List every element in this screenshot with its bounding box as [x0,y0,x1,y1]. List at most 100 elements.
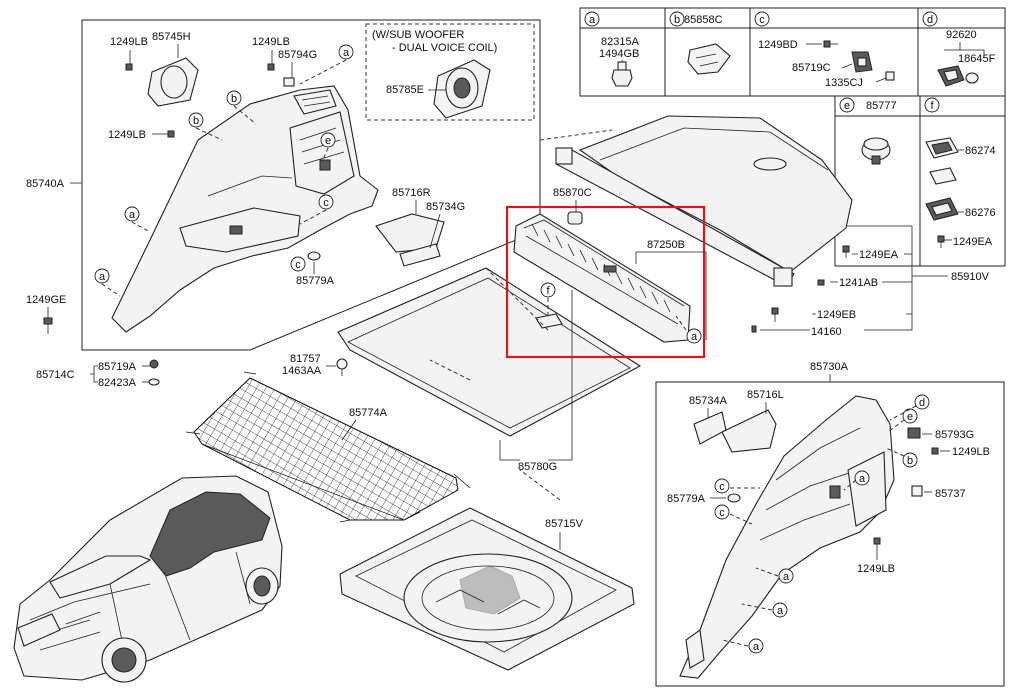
svg-text:e: e [907,411,913,423]
callout-d-1: d [914,394,930,410]
label-14160: 14160 [811,326,842,338]
svg-text:f: f [546,285,550,297]
label-85793G: 85793G [935,429,974,441]
screw-1249LB-e-icon [873,537,881,560]
clip-82315A-icon [611,60,633,87]
svg-text:b: b [674,14,680,26]
label-1249EA: 1249EA [859,249,899,261]
svg-text:a: a [859,473,866,485]
svg-text:a: a [129,209,136,221]
label-85734G: 85734G [426,201,465,213]
lamp-92620-icon [937,65,965,87]
trim-panel-85730A [679,395,895,679]
luggage-board-85780G [337,267,642,437]
legend-header-c: c [754,11,770,27]
clip-1335CJ-icon [885,71,895,81]
woofer-note-line2: - DUAL VOICE COIL) [392,42,497,54]
callout-c-4: c [714,504,730,520]
svg-text:d: d [927,14,933,26]
svg-text:a: a [753,641,760,653]
clip-85737-icon [911,485,923,497]
cover-85716L-icon [721,409,777,453]
clip-85779A-b-icon [727,493,741,503]
label-85780G: 85780G [518,461,557,473]
label-82423A: 82423A [98,377,137,389]
callout-a-1: a [338,44,354,60]
part-1335CJ: 1335CJ [825,77,863,89]
label-1249LB-b: 1249LB [252,36,290,48]
part-85777: 85777 [866,100,897,112]
svg-text:e: e [844,100,850,112]
bezel-86274-icon [925,137,959,185]
bolt-1249BD-icon [823,40,838,48]
label-85716L: 85716L [747,389,784,401]
svg-text:a: a [777,605,784,617]
screw-1249LB-c-icon [167,130,175,138]
vehicle-illustration [13,475,283,683]
label-85740A: 85740A [26,178,65,190]
callout-c-2: c [290,256,306,272]
callout-a-3: a [94,268,110,284]
callout-b-1: b [226,90,242,106]
screw-1249GE-icon [43,317,53,334]
holder-85719C-icon [851,51,873,73]
label-81757: 81757 [290,353,321,365]
svg-text:b: b [231,93,237,105]
callout-e-1: e [320,132,336,148]
svg-text:d: d [919,397,925,409]
legend-table: a b c d e f 82315A 1494GB 85858C 1249BD … [579,7,1006,267]
callout-a-8: a [748,638,764,654]
svg-text:c: c [719,481,725,493]
part-86276: 86276 [965,207,996,219]
callout-a-6: a [778,568,794,584]
svg-text:c: c [759,14,765,26]
clip-82423A-icon [148,378,160,386]
screw-1249LB-b-icon [267,63,275,71]
lamp-86276-icon [925,197,959,221]
svg-text:c: c [295,259,301,271]
label-1249LB-a: 1249LB [110,36,148,48]
label-1249EB: 1249EB [817,309,856,321]
pin-14160-icon [751,325,757,333]
legend-header-d: d [922,11,938,27]
speaker-85745H-icon [147,57,199,107]
screw-1249EB-icon [771,307,779,322]
label-85730A: 85730A [810,361,849,373]
label-85785E: 85785E [386,84,424,96]
bracket-85858C-icon [687,43,731,75]
bulb-18645F-icon [965,72,979,84]
right-trim-group: 85730A 85734A 85716L 85793G 1249LB 85737… [655,361,1005,687]
callout-c-1: c [318,194,334,210]
label-85734A: 85734A [689,395,728,407]
screw-1249LB-a-icon [125,63,133,71]
label-1249LB-d: 1249LB [952,446,990,458]
legend-header-f: f [924,97,940,113]
label-85714C: 85714C [36,369,75,381]
legend-header-e: e [839,97,855,113]
part-18645F: 18645F [958,53,996,65]
subwoofer-85785E-icon [433,59,491,119]
callout-e-2: e [902,408,918,424]
label-85870C: 85870C [553,187,592,199]
trim-panel-85740A [111,85,379,333]
legend-header-a: a [584,11,600,27]
label-1249LB-c: 1249LB [108,129,146,141]
bolt-81757-icon [336,358,348,376]
callout-f-1: f [540,282,556,298]
woofer-note-line1: (W/SUB WOOFER [372,29,464,41]
svg-text:a: a [691,331,698,343]
svg-text:f: f [930,100,934,112]
callout-a-4: a [686,328,702,344]
part-85719C: 85719C [792,62,831,74]
part-1249EA-f: 1249EA [953,236,993,248]
label-85715V: 85715V [545,518,584,530]
clip-85793G-icon [907,427,921,439]
svg-text:e: e [325,135,331,147]
part-82315A: 82315A [601,36,640,48]
part-1249BD: 1249BD [758,39,798,51]
svg-text:a: a [783,571,790,583]
label-85779A-b: 85779A [667,493,706,505]
luggage-tray-85715V [339,507,635,671]
clip-85870C-icon [567,211,583,225]
tonneau-cover-85910V [555,115,853,287]
